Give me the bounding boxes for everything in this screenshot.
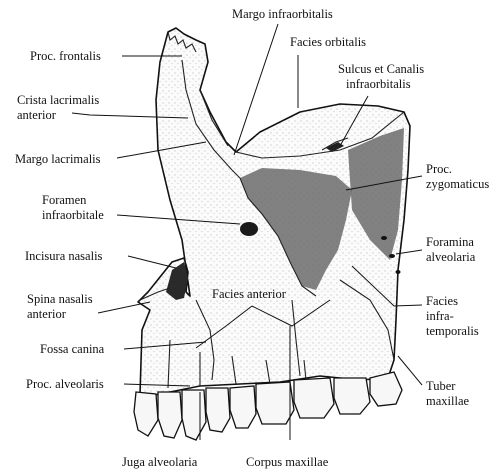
label-juga-alveolaria: Juga alveolaria — [122, 455, 198, 469]
label-proc-frontalis: Proc. frontalis — [30, 49, 101, 63]
label-corpus-maxillae: Corpus maxillae — [246, 455, 329, 469]
label-infraorbitale: infraorbitale — [42, 208, 104, 222]
label-infraorbitalis: infraorbitalis — [346, 77, 411, 91]
label-proc: Proc. — [426, 162, 452, 176]
tooth-4 — [206, 388, 230, 432]
tooth-1 — [134, 392, 158, 436]
label-facies-anterior: Facies anterior — [212, 287, 287, 301]
leader-spina-nasalis — [98, 302, 150, 313]
tooth-7 — [294, 378, 334, 418]
infraorbital-foramen — [240, 222, 258, 236]
tooth-3 — [182, 390, 206, 440]
label-zygomaticus: zygomaticus — [426, 177, 489, 191]
label-spina-nasalis: Spina nasalis — [27, 292, 93, 306]
label-foramina: Foramina — [426, 235, 474, 249]
label-alveolaria: alveolaria — [426, 250, 476, 264]
tooth-2 — [158, 392, 182, 438]
label-incisura-nasalis: Incisura nasalis — [25, 249, 103, 263]
label-foramen: Foramen — [42, 193, 87, 207]
label-tuber: Tuber — [426, 379, 456, 393]
tooth-8 — [334, 378, 370, 414]
label-infra: infra- — [426, 309, 454, 323]
leader-tuber-maxillae — [398, 356, 422, 385]
tooth-5 — [230, 386, 256, 428]
label-sulcus-canalis: Sulcus et Canalis — [338, 62, 424, 76]
label-margo-infraorbitalis: Margo infraorbitalis — [232, 7, 333, 21]
alveolar-foramen-1 — [381, 236, 387, 240]
label-margo-lacrimalis: Margo lacrimalis — [15, 152, 101, 166]
leader-incisura-nasalis — [128, 256, 176, 268]
label-spina-anterior: anterior — [27, 307, 67, 321]
label-fossa-canina: Fossa canina — [40, 342, 105, 356]
tooth-6 — [256, 382, 294, 424]
alveolar-foramen-2 — [389, 254, 395, 258]
alveolar-foramen-3 — [396, 270, 401, 274]
label-proc-alveolaris: Proc. alveolaris — [26, 377, 104, 391]
label-crista-lacrimalis: Crista lacrimalis — [17, 93, 99, 107]
label-temporalis: temporalis — [426, 324, 479, 338]
tooth-9 — [370, 372, 402, 406]
label-crista-anterior: anterior — [17, 108, 57, 122]
label-facies: Facies — [426, 294, 458, 308]
label-maxillae: maxillae — [426, 394, 469, 408]
label-facies-orbitalis: Facies orbitalis — [290, 35, 366, 49]
